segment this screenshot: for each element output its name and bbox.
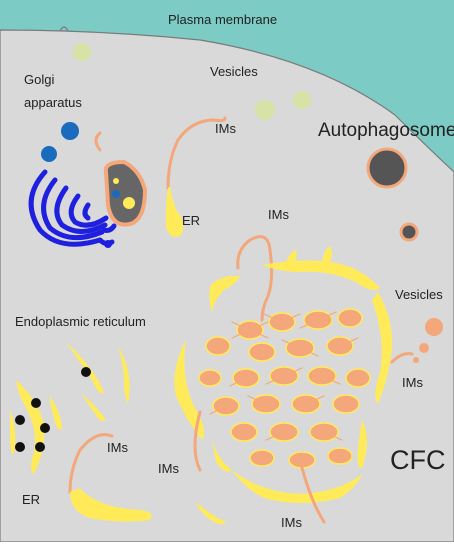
isolation-membrane-upper <box>166 116 227 190</box>
label-vesicles-right: Vesicles <box>395 287 443 302</box>
autophagosome-small <box>399 222 419 242</box>
vesicle <box>255 100 275 120</box>
label-ims-lower-left: IMs <box>107 440 128 455</box>
cfc-vesicle-spikes <box>209 311 359 441</box>
label-ims-lower-mid: IMs <box>158 461 179 476</box>
label-golgi-line1: Golgi <box>24 72 55 87</box>
golgi-vesicle <box>61 122 79 140</box>
vacuole <box>103 159 148 227</box>
plasma-membrane-band <box>0 0 454 172</box>
cfc-vesicle-clusters <box>198 308 371 469</box>
vesicle <box>73 43 91 61</box>
vesicle <box>293 91 311 109</box>
er-tubule-lower <box>70 488 152 522</box>
vesicle-orange <box>419 343 429 353</box>
label-er-lower: ER <box>22 492 41 507</box>
label-autophagosome: Autophagosome <box>318 120 454 141</box>
autophagosome-large <box>366 147 408 189</box>
golgi-vesicle <box>41 146 57 162</box>
label-ims-bottom: IMs <box>281 515 302 530</box>
vesicle-orange <box>425 318 443 336</box>
golgi-vesicle-small <box>104 240 112 248</box>
isolation-membrane-cfc-right <box>390 352 414 364</box>
label-ims-center: IMs <box>268 207 289 222</box>
vesicle-orange <box>413 357 419 363</box>
label-ims-upper: IMs <box>215 121 236 136</box>
vesicles-green <box>73 43 311 120</box>
label-er-upper: ER <box>182 213 201 228</box>
isolation-membrane-lower <box>68 433 114 494</box>
label-cfc: CFC <box>390 445 446 475</box>
isolation-membrane-center <box>236 235 274 322</box>
inner-vesicle <box>113 178 119 184</box>
label-plasma-membrane: Plasma membrane <box>168 12 278 27</box>
label-vesicles-top: Vesicles <box>210 64 258 79</box>
inner-vesicle <box>123 197 135 209</box>
isolation-membrane <box>94 131 102 152</box>
isolation-membrane-cfc-bottom <box>298 458 326 524</box>
label-endoplasmic-reticulum: Endoplasmic reticulum <box>15 314 146 329</box>
label-ims-right: IMs <box>402 375 423 390</box>
inner-vesicle <box>112 190 120 198</box>
ribosomes <box>15 367 91 452</box>
er-tubule-upper <box>165 186 184 237</box>
membrane-budding <box>59 26 69 32</box>
cfc-er <box>174 246 393 525</box>
isolation-membrane-cfc-left <box>193 410 202 472</box>
label-golgi-line2: apparatus <box>24 95 82 110</box>
